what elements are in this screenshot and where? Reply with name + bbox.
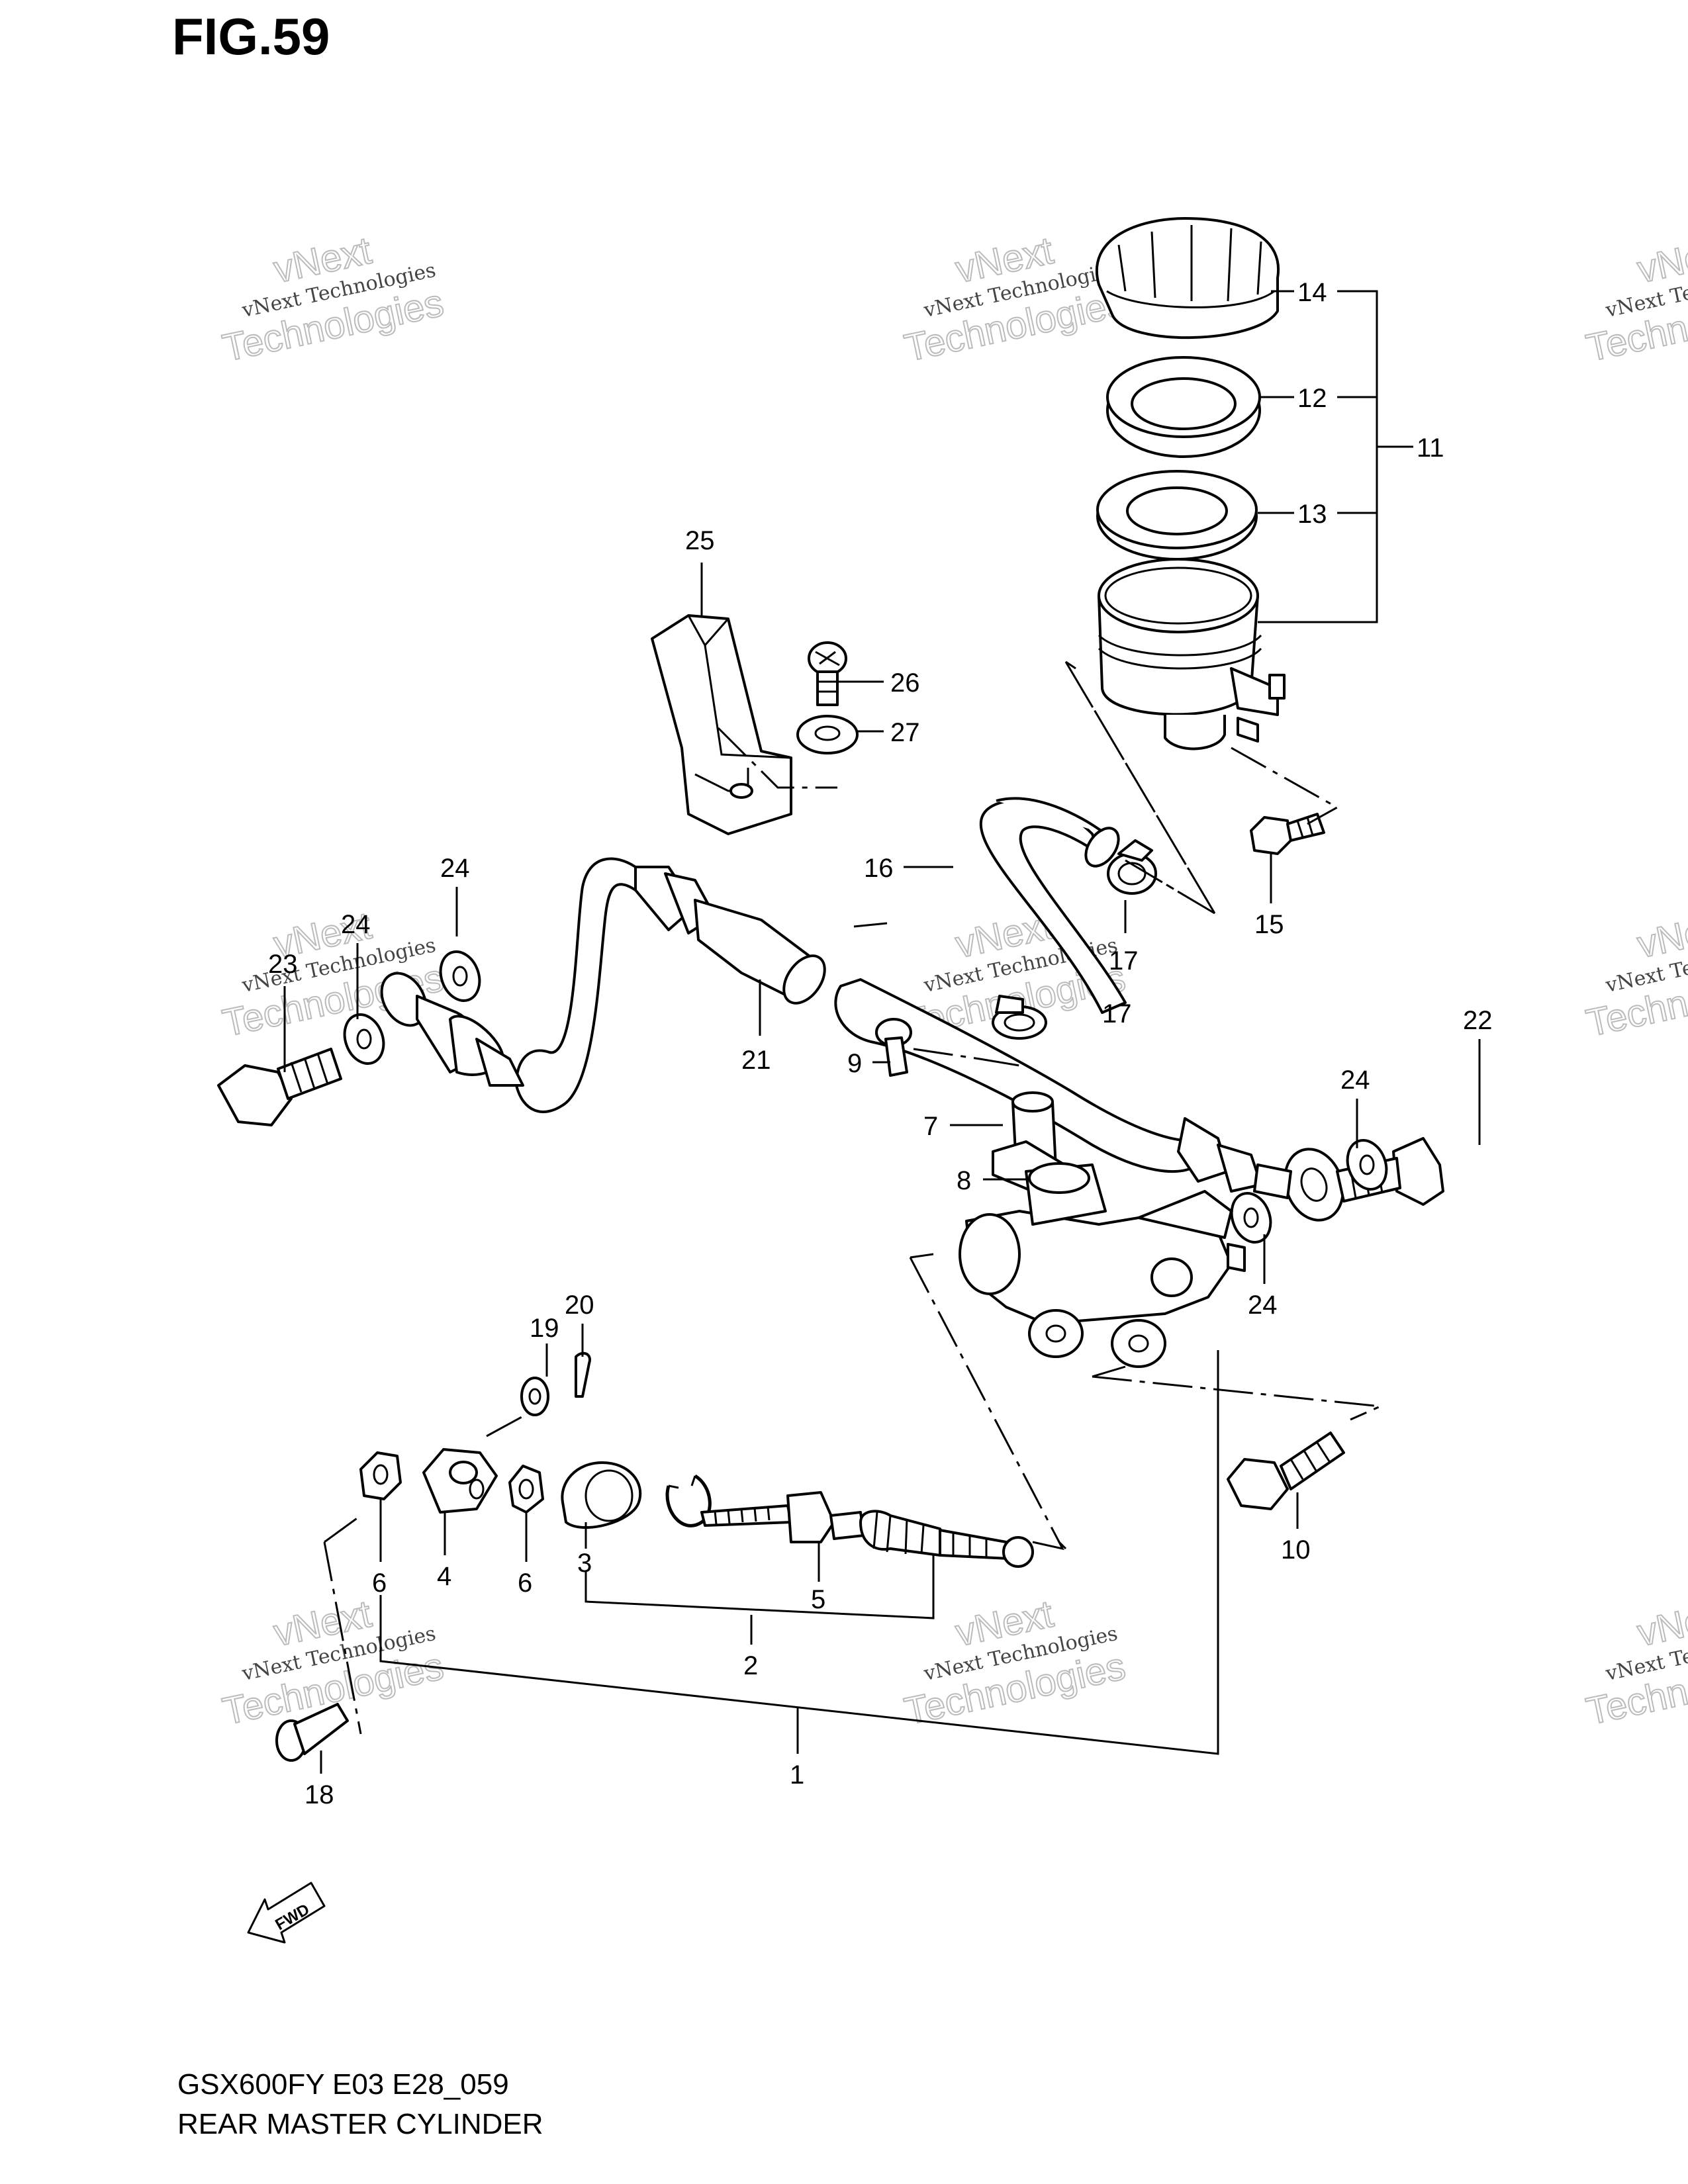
watermark: vNext vNext Technologies Technologies: [1582, 228, 1688, 371]
callout-24-lower: 24: [1248, 1291, 1278, 1320]
callout-22: 22: [1463, 1006, 1493, 1035]
callout-13: 13: [1297, 500, 1327, 529]
callout-18: 18: [305, 1780, 334, 1809]
callout-24-top: 24: [440, 854, 470, 883]
callout-14: 14: [1297, 278, 1327, 307]
reservoir-bracket-screw: [808, 641, 847, 706]
centerline: [1032, 1535, 1064, 1551]
callout-6-left: 6: [372, 1569, 387, 1598]
watermark-group: vNext vNext Technologies Technologies vN…: [218, 228, 1688, 1734]
watermark: vNext vNext Technologies Technologies: [900, 228, 1130, 371]
callout-3: 3: [577, 1549, 592, 1578]
hose-clamp: [992, 995, 1047, 1040]
sealing-washer: [343, 1013, 385, 1065]
callout-24-right: 24: [1340, 1066, 1370, 1095]
centerline: [323, 1514, 362, 1735]
callout-5: 5: [811, 1585, 825, 1614]
callout-20: 20: [565, 1291, 594, 1320]
reservoir-assembly: [1095, 217, 1286, 751]
centerline: [913, 1048, 1020, 1067]
reservoir-bracket-washer: [796, 715, 859, 754]
callout-27: 27: [890, 718, 920, 747]
cylinder-mount-bolt: [1227, 1432, 1345, 1510]
callout-11: 11: [1417, 433, 1444, 463]
callout-15: 15: [1254, 910, 1284, 939]
reservoir-cap: [1095, 217, 1280, 339]
figure-title: FIG.59: [172, 7, 330, 66]
brake-hose-left: [380, 857, 826, 1113]
callout-9: 9: [847, 1049, 862, 1078]
watermark-word-1: vNext: [1634, 1592, 1688, 1655]
watermark: vNext vNext Technologies Technologies: [218, 228, 448, 371]
leader-line: [379, 1350, 1219, 1755]
centerline: [717, 727, 837, 789]
reservoir-diaphragm: [1106, 356, 1261, 458]
centerline: [1064, 661, 1216, 914]
clevis-nut: [508, 1465, 544, 1514]
brake-hose-right: [834, 978, 1344, 1222]
callout-26: 26: [890, 668, 920, 698]
callout-labels: 14 12 11 13 25 26 27 16 24 24 23 17 15 2…: [268, 278, 1493, 1809]
callout-8: 8: [957, 1166, 971, 1195]
callout-4: 4: [437, 1562, 451, 1591]
hose-clamp: [1107, 839, 1157, 895]
sealing-washer: [1346, 1139, 1388, 1191]
centerline: [853, 922, 888, 928]
master-cylinder-body: [959, 1162, 1246, 1368]
piston-set: [859, 1510, 1034, 1568]
callout-7: 7: [923, 1112, 938, 1141]
callout-25: 25: [685, 526, 715, 555]
reservoir-hose: [979, 797, 1127, 1014]
watermark-word-1: vNext: [1634, 904, 1688, 966]
leader-line: [1258, 290, 1378, 623]
callout-24-left: 24: [341, 910, 371, 939]
model-code: GSX600FY E03 E28_059: [177, 2068, 509, 2101]
callout-17-upper: 17: [1109, 946, 1139, 976]
callout-17-lower: 17: [1102, 999, 1132, 1028]
watermark: vNext vNext Technologies Technologies: [900, 1592, 1130, 1734]
centerline: [1065, 660, 1076, 670]
pin-washer: [520, 1377, 549, 1416]
callout-23: 23: [268, 950, 298, 979]
centerline: [1092, 1375, 1384, 1421]
circlip: [665, 1474, 712, 1527]
watermark: vNext vNext Technologies Technologies: [1582, 903, 1688, 1046]
callout-6-right: 6: [518, 1569, 532, 1598]
callout-2: 2: [743, 1651, 758, 1680]
push-rod: [700, 1491, 865, 1543]
centerline: [910, 1253, 934, 1259]
cotter-pin: [575, 1351, 591, 1398]
centerline: [1125, 859, 1215, 915]
callout-16: 16: [864, 854, 894, 883]
reservoir-body: [1098, 558, 1286, 751]
centerline: [1231, 747, 1340, 825]
clevis-pin: [275, 1703, 349, 1762]
centerline: [486, 1415, 524, 1437]
watermark-word-1: vNext: [1634, 229, 1688, 291]
reservoir-bracket: [651, 614, 792, 835]
callout-10: 10: [1281, 1535, 1311, 1565]
leader-lines: [283, 290, 1481, 1774]
assembly-centerlines: [323, 660, 1384, 1735]
forward-direction-arrow: FWD: [247, 1882, 326, 1944]
callout-12: 12: [1297, 384, 1327, 413]
clevis: [422, 1448, 498, 1514]
sealing-washer: [439, 950, 481, 1002]
callout-19: 19: [530, 1314, 559, 1343]
banjo-bolt-left: [217, 1048, 342, 1126]
connector-screw: [875, 1018, 912, 1077]
diagram-name: REAR MASTER CYLINDER: [177, 2108, 543, 2140]
sealing-washer: [1230, 1192, 1272, 1244]
centerline: [1092, 1365, 1126, 1378]
callout-21: 21: [741, 1046, 771, 1075]
clevis-nut: [359, 1451, 402, 1500]
watermark: vNext vNext Technologies Technologies: [1582, 1592, 1688, 1734]
reservoir-bolt: [1250, 813, 1325, 855]
callout-1: 1: [790, 1760, 804, 1790]
leader-line: [585, 1555, 935, 1619]
reservoir-plate: [1096, 470, 1258, 561]
dust-boot: [561, 1461, 642, 1529]
